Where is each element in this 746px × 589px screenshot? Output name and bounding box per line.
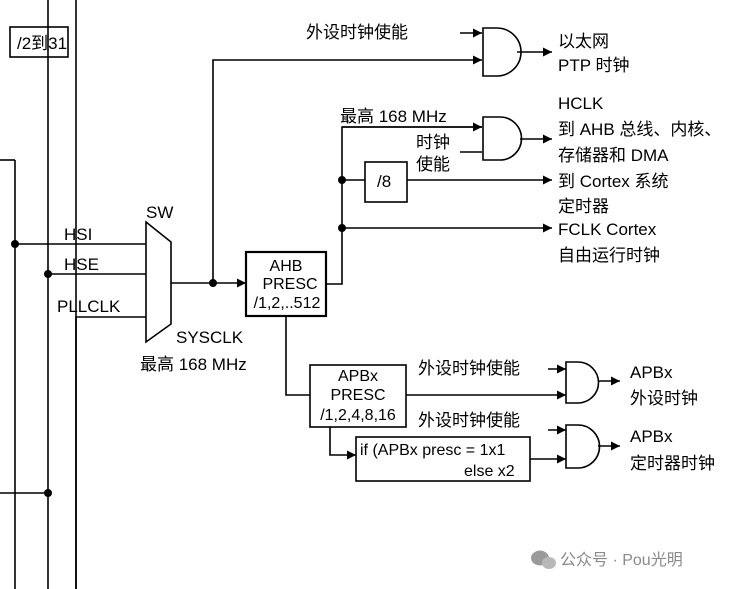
ptp-feed-line xyxy=(212,55,482,283)
if-line-2: else x2 xyxy=(464,463,515,480)
div8-label: /8 xyxy=(377,172,391,191)
apbx-timer-label: 定时器时钟 xyxy=(630,454,715,473)
hse-label: HSE xyxy=(64,255,99,274)
pllclk-line xyxy=(75,316,146,589)
wechat-icon xyxy=(531,550,556,569)
div-2-31-box xyxy=(9,26,69,58)
ahb-label-3: /1,2,..512 xyxy=(254,295,321,312)
junction-dot xyxy=(209,279,217,287)
fclk-label: FCLK Cortex xyxy=(558,220,657,239)
junction-dot xyxy=(44,489,52,497)
pllclk-label: PLLCLK xyxy=(57,297,121,316)
sysclk-label: SYSCLK xyxy=(176,328,244,347)
apb-timer-enable-label: 外设时钟使能 xyxy=(418,410,520,430)
max-168-top-label: 最高 168 MHz xyxy=(340,107,447,126)
hclk-desc-2: 存储器和 DMA xyxy=(558,146,669,165)
apbx-periph-label: 外设时钟 xyxy=(630,389,698,408)
apbx-label-2: APBx xyxy=(630,427,673,446)
apb-timer-and-gate xyxy=(565,424,601,469)
apb-periph-enable-label: 外设时钟使能 xyxy=(418,358,520,378)
hclk-desc-1: 到 AHB 总线、内核、 xyxy=(558,120,721,139)
div-2-31-label: /2到31 xyxy=(17,34,67,53)
hclk-and-gate xyxy=(482,116,523,161)
clk-enable-1: 时钟 xyxy=(416,133,450,152)
apbx-label-1: APBx xyxy=(630,363,673,382)
junction-dot xyxy=(338,224,346,232)
apb-label-3: /1,2,4,8,16 xyxy=(320,407,396,424)
sw-label: SW xyxy=(146,203,173,222)
cortex-timer-1: 到 Cortex 系统 xyxy=(558,172,669,191)
if-line-1: if (APBx presc = 1x1 xyxy=(360,442,505,459)
hsi-label: HSI xyxy=(64,225,92,244)
fclk-desc: 自由运行时钟 xyxy=(558,246,660,265)
ptp-and-gate xyxy=(482,27,522,77)
ahb-label-1: AHB xyxy=(270,258,303,275)
cortex-timer-2: 定时器 xyxy=(558,197,609,216)
apb-periph-and-gate xyxy=(565,361,600,404)
sw-mux xyxy=(145,220,172,344)
junction-dot xyxy=(11,240,19,248)
apb-label-1: APBx xyxy=(338,368,378,385)
apb-presc-box xyxy=(309,364,407,428)
ptp-clock-label: PTP 时钟 xyxy=(558,56,629,75)
watermark-text: 公众号 · Pou光明 xyxy=(560,551,683,569)
max-168-bottom-label: 最高 168 MHz xyxy=(140,355,247,374)
junction-dot xyxy=(44,270,52,278)
ptp-enable-label: 外设时钟使能 xyxy=(306,22,408,42)
ethernet-label: 以太网 xyxy=(558,32,609,51)
apb-label-2: PRESC xyxy=(330,387,385,404)
div8-box xyxy=(364,161,408,203)
hclk-label: HCLK xyxy=(558,94,604,113)
junction-dot xyxy=(338,176,346,184)
clk-enable-2: 使能 xyxy=(416,154,450,174)
ahb-label-2: PRESC xyxy=(262,276,317,293)
